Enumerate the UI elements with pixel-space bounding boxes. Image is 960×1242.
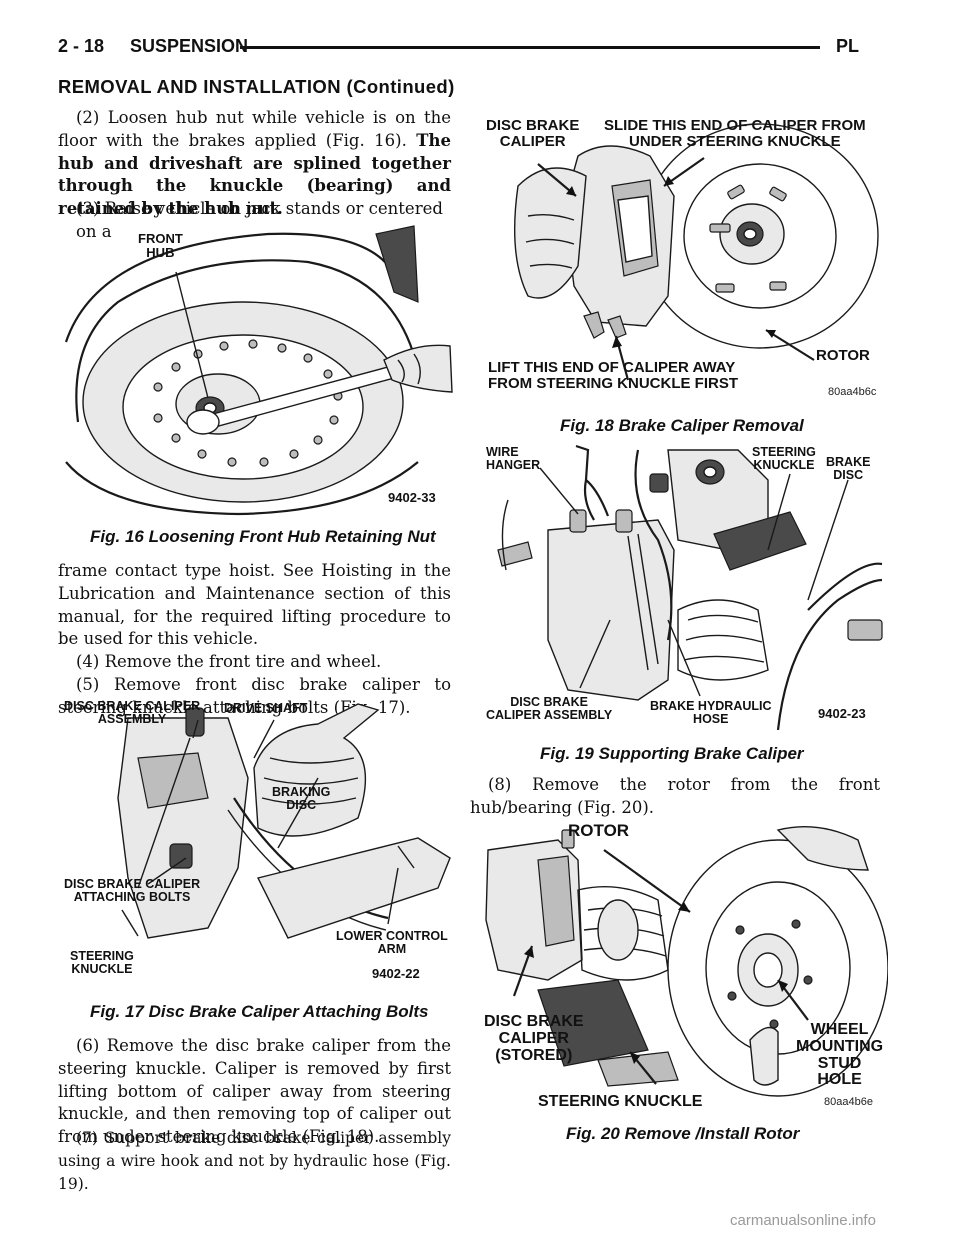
fig20-label-rotor: ROTOR [568,821,630,840]
fig18-illustration [513,123,879,381]
fig17-label-braking-disc-line2: DISC [286,798,317,813]
fig18-caption: Fig. 18 Brake Caliper Removal [560,416,804,435]
fig16-label-front-hub: FRONT HUB [138,232,183,259]
header-rule [240,46,820,49]
fig19-label-caliper-assembly: DISC BRAKE CALIPER ASSEMBLY [486,695,613,723]
fig18-label-rotor: ROTOR [816,347,870,364]
fig19-label-brake-disc-line2: DISC [833,468,864,483]
fig19-label-steering-knuckle-line1: STEERING [752,445,816,459]
fig17-label-attaching-bolts-line2: ATTACHING BOLTS [73,890,191,905]
step-7: (7) Support brake disc brake caliper ass… [58,1129,451,1193]
fig20-illustration [485,826,888,1097]
fig20-label-wheel-stud-hole: WHEEL MOUNTING STUD HOLE [796,1021,884,1089]
fig17-label-lower-control-arm-line2: ARM [377,942,407,957]
fig17-label-attaching-bolts-line1: DISC BRAKE CALIPER [64,877,201,891]
fig19-label-wire-hanger-line1: WIRE [486,445,519,459]
fig18-label-caliper: DISC BRAKE CALIPER [486,118,579,150]
fig18-label-slide-line1: SLIDE THIS END OF CALIPER FROM [604,117,866,134]
fig20-arrows [512,849,809,1085]
step-4: (4) Remove the front tire and wheel. [76,652,382,671]
fig18-arrows [537,157,815,381]
fig19-label-steering-knuckle-line2: KNUCKLE [753,458,815,473]
page-number: 2 - 18 [58,36,105,56]
fig18-wheel-studs [709,184,787,293]
fig17-label-braking-disc-line1: BRAKING [272,785,331,799]
fig18-label-caliper-line1: DISC BRAKE [486,117,580,134]
step-3-continued: frame contact type hoist. See Hoisting i… [58,561,451,649]
section-title: SUSPENSION [130,36,249,56]
fig18-code: 80aa4b6c [828,386,877,398]
fig16-illustration [64,225,453,516]
fig19-label-hydraulic-hose-line2: HOSE [693,712,729,727]
fig20-label-caliper: DISC BRAKE CALIPER (STORED) [484,1013,584,1064]
page-subtitle: REMOVAL AND INSTALLATION (Continued) [58,76,455,97]
fig18-label-caliper-line2: CALIPER [499,132,566,150]
fig18-label-slide-line2: UNDER STEERING KNUCKLE [629,132,841,150]
fig20-caption: Fig. 20 Remove /Install Rotor [566,1124,800,1143]
fig20-label-wheel-stud-hole-line1: WHEEL [810,1021,869,1038]
fig19-illustration [497,444,883,730]
fig16-vent-holes [153,339,343,467]
watermark: carmanualsonline.info [730,1212,876,1229]
fig18-label-lift-line1: LIFT THIS END OF CALIPER AWAY [488,359,736,376]
fig17-illustration [117,703,451,939]
fig17-label-steering-knuckle-line1: STEERING [70,949,134,963]
step-8: (8) Remove the rotor from the front hub/… [470,775,880,817]
fig19-label-brake-disc: BRAKE DISC [826,455,871,483]
fig19-label-brake-disc-line1: BRAKE [826,455,871,469]
step-2-text: (2) Loosen hub nut while vehicle is on t… [58,108,451,150]
fig20-label-wheel-stud-hole-line3: STUD [817,1054,862,1072]
step-2-paragraph: (2) Loosen hub nut while vehicle is on t… [58,107,451,221]
step-6: (6) Remove the disc brake caliper from t… [58,1036,451,1147]
fig19-code: 9402-23 [818,706,866,721]
fig20-label-caliper-line1: DISC BRAKE [484,1013,584,1030]
fig20-label-caliper-line3: (STORED) [495,1046,573,1064]
fig17-label-caliper-assembly: DISC BRAKE CALIPER ASSEMBLY [64,699,201,727]
fig17-label-lower-control-arm-line1: LOWER CONTROL [336,929,448,943]
step-3-start: (3) Raise vehicle on jack stands or cent… [76,199,443,241]
step-5: (5) Remove front disc brake caliper to s… [58,675,451,717]
fig17-caption: Fig. 17 Disc Brake Caliper Attaching Bol… [90,1002,429,1021]
fig16-label-front-hub-line2: HUB [146,244,175,260]
fig17-label-lower-control-arm: LOWER CONTROL ARM [336,929,448,957]
fig16-caption: Fig. 16 Loosening Front Hub Retaining Nu… [90,527,436,546]
fig18-label-slide: SLIDE THIS END OF CALIPER FROM UNDER STE… [604,118,866,150]
fig19-caption: Fig. 19 Supporting Brake Caliper [540,744,804,763]
fig17-label-steering-knuckle: STEERING KNUCKLE [70,949,134,977]
fig16-label-front-hub-line1: FRONT [138,231,183,246]
fig17-label-braking-disc: BRAKING DISC [272,785,331,813]
step-2-note: The hub and driveshaft are splined toget… [58,130,452,219]
manual-code: PL [836,36,860,56]
fig16-code: 9402-33 [388,490,436,505]
fig18-label-lift: LIFT THIS END OF CALIPER AWAY FROM STEER… [488,360,738,392]
fig18-label-lift-line2: FROM STEERING KNUCKLE FIRST [488,374,738,392]
fig20-label-steering-knuckle: STEERING KNUCKLE [538,1093,703,1110]
fig19-label-wire-hanger: WIRE HANGER [486,445,541,473]
fig17-code: 9402-22 [372,966,420,981]
fig20-label-wheel-stud-hole-line4: HOLE [817,1071,862,1089]
fig20-code: 80aa4b6e [824,1096,873,1108]
fig19-label-steering-knuckle: STEERING KNUCKLE [752,445,816,473]
fig17-label-attaching-bolts: DISC BRAKE CALIPER ATTACHING BOLTS [64,877,201,905]
fig19-label-caliper-assembly-line1: DISC BRAKE [510,695,588,709]
fig20-label-caliper-line2: CALIPER [498,1029,569,1047]
fig20-stud-holes [727,919,813,1029]
fig20-label-wheel-stud-hole-line2: MOUNTING [796,1037,884,1055]
fig19-label-wire-hanger-line2: HANGER [486,458,541,473]
fig17-label-caliper-assembly-line1: DISC BRAKE CALIPER [64,699,201,713]
fig17-label-drive-shaft: DRIVE SHAFT [224,701,308,715]
fig19-label-hydraulic-hose: BRAKE HYDRAULIC HOSE [650,699,772,727]
fig17-label-steering-knuckle-line2: KNUCKLE [71,962,133,977]
fig17-label-caliper-assembly-line2: ASSEMBLY [97,712,167,727]
fig19-label-caliper-assembly-line2: CALIPER ASSEMBLY [486,708,613,723]
fig19-label-hydraulic-hose-line1: BRAKE HYDRAULIC [650,699,772,713]
